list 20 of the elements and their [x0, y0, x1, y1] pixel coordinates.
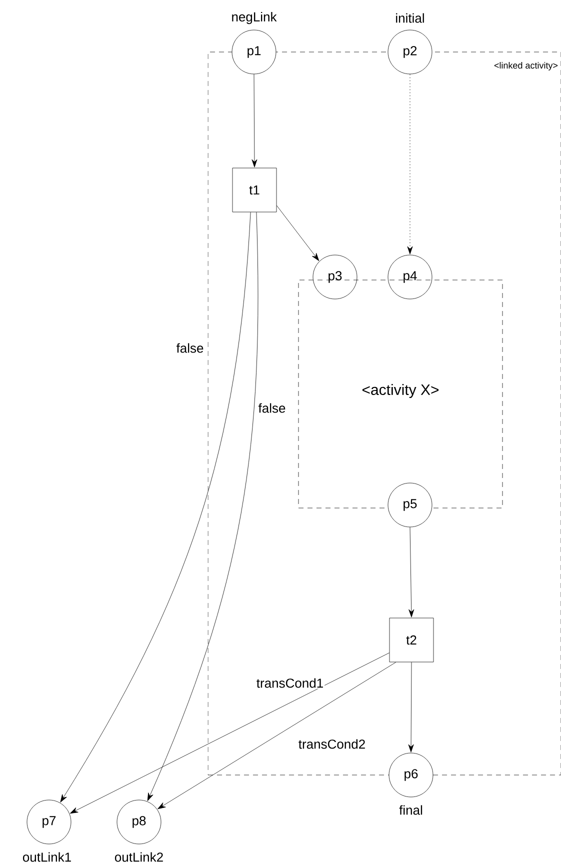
- arrow: [408, 527, 414, 618]
- place-label: negLink: [232, 12, 277, 24]
- transition-box: t1: [232, 168, 277, 212]
- arrow: [276, 205, 320, 261]
- transition-box: t2: [389, 618, 434, 662]
- arrow: [407, 74, 413, 254]
- place-label: initial: [396, 13, 424, 23]
- arrow: [252, 74, 258, 168]
- place-label: outLink1: [22, 852, 71, 862]
- arrow: [147, 212, 258, 802]
- arrow: [158, 662, 396, 810]
- arrow: [60, 212, 251, 802]
- place-label: final: [399, 805, 422, 815]
- edge-label: transCond2: [297, 738, 367, 750]
- edge-label: transCond1: [255, 677, 325, 689]
- arrow: [70, 652, 390, 814]
- edge-label: false: [257, 402, 287, 414]
- arrow: [408, 662, 414, 752]
- place-label: outLink2: [114, 852, 163, 862]
- edge-label: false: [175, 342, 205, 354]
